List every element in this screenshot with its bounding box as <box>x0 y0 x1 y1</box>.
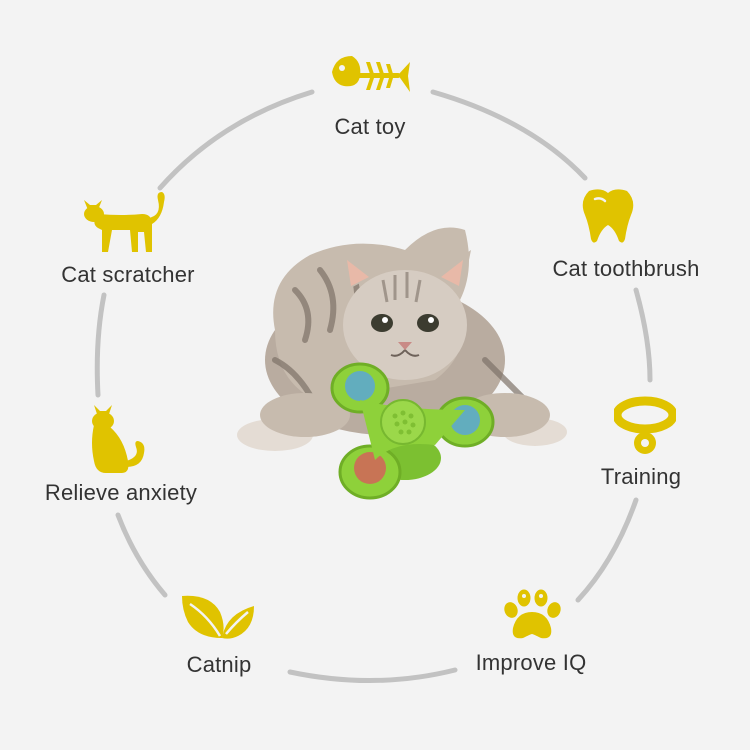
kitten-with-toy-image <box>237 227 567 500</box>
sitting-cat-icon <box>92 405 145 473</box>
standing-cat-icon <box>84 192 165 252</box>
feature-label-training: Training <box>600 464 682 489</box>
fish-bone-icon <box>332 56 410 92</box>
feature-label-improve-iq: Improve IQ <box>475 650 587 675</box>
tooth-icon <box>582 189 634 243</box>
leaf-icon <box>182 595 254 639</box>
feature-label-cat-scratcher: Cat scratcher <box>61 262 195 287</box>
collar-icon <box>614 396 676 454</box>
feature-label-cat-toothbrush: Cat toothbrush <box>552 256 700 281</box>
paw-icon <box>504 589 561 639</box>
feature-label-catnip: Catnip <box>186 652 252 677</box>
feature-label-relieve-anxiety: Relieve anxiety <box>44 480 198 505</box>
feature-label-cat-toy: Cat toy <box>334 114 406 139</box>
